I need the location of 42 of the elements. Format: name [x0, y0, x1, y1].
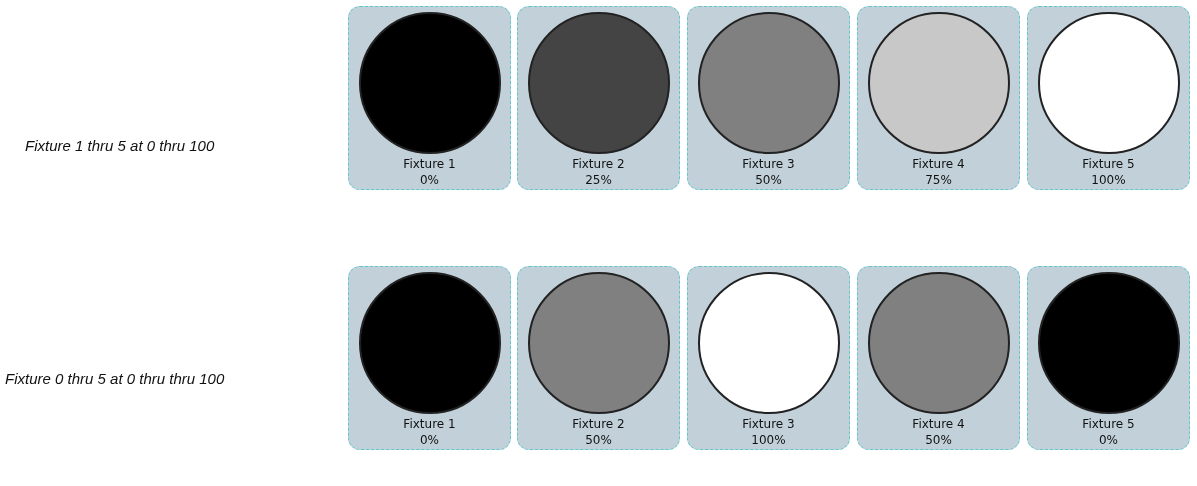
level-percent: 50%	[585, 433, 612, 448]
fixture-card	[1027, 6, 1190, 190]
level-percent: 100%	[751, 433, 786, 448]
fixture-name: Fixture 2	[572, 157, 625, 172]
level-circle	[698, 272, 840, 414]
fixture-name: Fixture 4	[912, 417, 965, 432]
level-circle	[359, 12, 501, 154]
level-circle	[528, 12, 670, 154]
fixture-name: Fixture 2	[572, 417, 625, 432]
level-circle	[359, 272, 501, 414]
level-circle	[868, 272, 1010, 414]
level-circle	[868, 12, 1010, 154]
fixture-card	[687, 266, 850, 450]
level-circle	[528, 272, 670, 414]
fixture-card	[348, 266, 511, 450]
fixture-name: Fixture 1	[403, 417, 456, 432]
level-circle	[698, 12, 840, 154]
fixture-name: Fixture 3	[742, 417, 795, 432]
fixture-name: Fixture 1	[403, 157, 456, 172]
fixture-card	[348, 6, 511, 190]
fixture-card	[687, 6, 850, 190]
level-percent: 25%	[585, 173, 612, 188]
row-caption: Fixture 1 thru 5 at 0 thru 100	[25, 137, 215, 154]
level-percent: 75%	[925, 173, 952, 188]
level-circle	[1038, 12, 1180, 154]
level-percent: 0%	[1098, 433, 1118, 448]
level-percent: 50%	[925, 433, 952, 448]
row-caption: Fixture 0 thru 5 at 0 thru thru 100	[5, 370, 225, 387]
fixture-card	[517, 266, 680, 450]
fixture-name: Fixture 5	[1082, 157, 1135, 172]
fixture-name: Fixture 4	[912, 157, 965, 172]
level-circle	[1038, 272, 1180, 414]
level-percent: 0%	[419, 173, 439, 188]
fixture-name: Fixture 3	[742, 157, 795, 172]
fixture-card	[1027, 266, 1190, 450]
fixture-card	[517, 6, 680, 190]
fixture-card	[857, 6, 1020, 190]
level-percent: 50%	[755, 173, 782, 188]
fixture-card	[857, 266, 1020, 450]
fixture-name: Fixture 5	[1082, 417, 1135, 432]
level-percent: 0%	[419, 433, 439, 448]
level-percent: 100%	[1091, 173, 1126, 188]
